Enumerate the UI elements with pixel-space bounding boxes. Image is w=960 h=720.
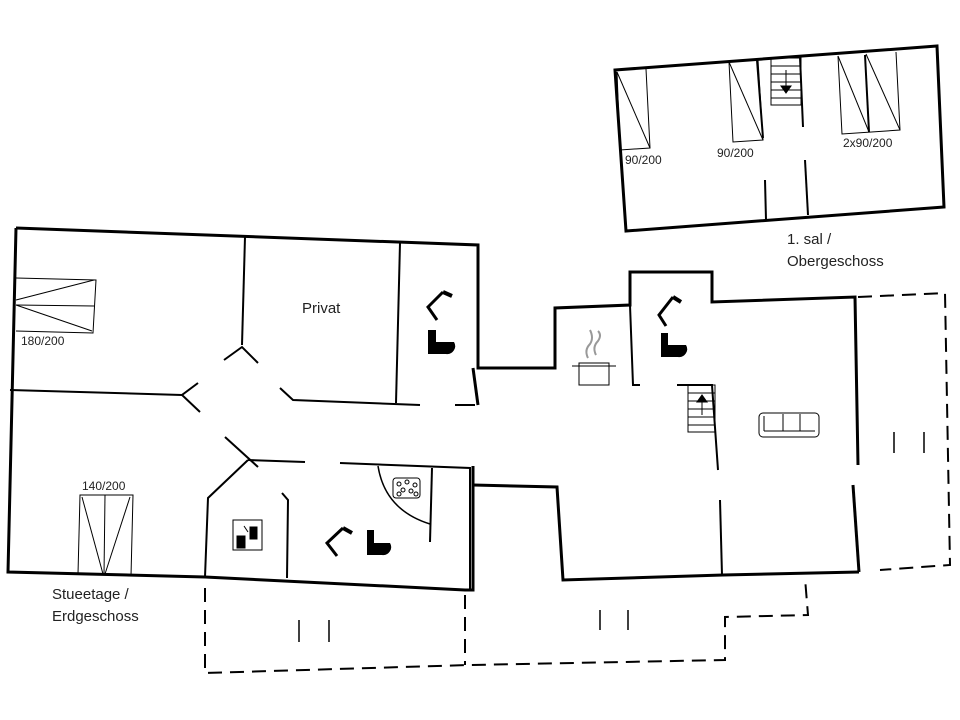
upper-floor-outline [613, 44, 946, 233]
sauna-icon [232, 519, 263, 551]
bed-size-label: 2x90/200 [843, 136, 893, 150]
ground-floor-title-line2: Erdgeschoss [52, 608, 139, 625]
ground-floor-title-line1: Stueetage / [52, 586, 129, 603]
toilet-icon [428, 330, 456, 355]
toilet-icon [661, 333, 688, 358]
bed-icon [77, 494, 134, 577]
bed-icon [15, 277, 97, 334]
shower-icon [657, 295, 683, 327]
upper-floor-title-line1: 1. sal / [787, 231, 832, 248]
room-label-privat: Privat [302, 300, 341, 317]
bed-icon [616, 68, 651, 151]
upper-floor-title: 1. sal / Obergeschoss [787, 229, 884, 273]
stairs-up-icon [687, 384, 716, 433]
bed-icon [728, 59, 764, 143]
stairs-down-icon [770, 57, 802, 106]
whirlpool-icon [392, 477, 421, 499]
ground-floor [6, 226, 861, 592]
bed-size-label: 90/200 [717, 146, 754, 160]
bed-icon [837, 51, 901, 135]
sofa-icon [758, 412, 820, 438]
cooking-pot-icon [572, 329, 616, 386]
upper-floor [613, 44, 946, 233]
bed-size-label: 140/200 [82, 479, 126, 493]
upper-floor-title-line2: Obergeschoss [787, 253, 884, 270]
toilet-icon [367, 530, 392, 556]
shower-icon [324, 526, 353, 557]
bed-size-label: 90/200 [625, 153, 662, 167]
terrace-outline [204, 291, 952, 675]
ground-floor-title: Stueetage / Erdgeschoss [52, 584, 139, 628]
terrace-markers [298, 432, 925, 642]
shower-icon [426, 290, 453, 321]
bed-size-label: 180/200 [21, 334, 65, 348]
